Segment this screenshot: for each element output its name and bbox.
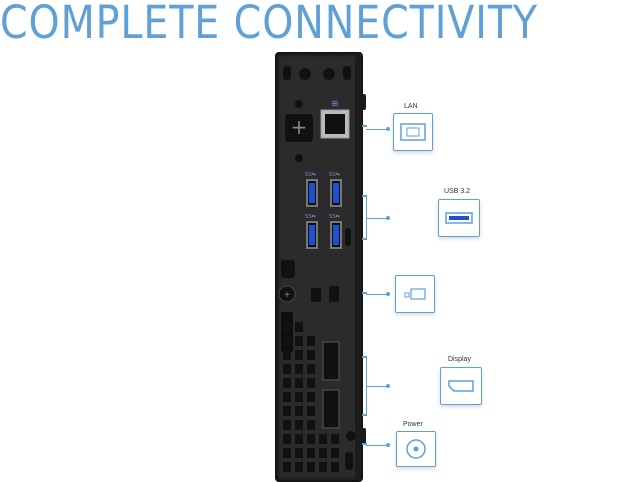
lan-connector-line [366, 129, 390, 130]
display-callout [440, 367, 482, 405]
lan-label: LAN [404, 103, 418, 110]
chassis-side-edge [355, 52, 361, 480]
rear-panel-details: + ⊞ SS⇆ SS⇆ SS⇆ SS⇆ + [278, 66, 356, 472]
display-label: Display [448, 356, 471, 363]
expansion-bracket [285, 114, 313, 142]
side-bump [362, 428, 366, 444]
svg-text:+: + [284, 290, 290, 301]
ethernet-port-icon [400, 123, 426, 141]
lock-slot-icon [404, 288, 426, 300]
led-hole [295, 100, 303, 108]
svg-text:+: + [291, 115, 308, 139]
lock-slot-icon [311, 288, 321, 302]
display-connector-line [366, 386, 390, 387]
svg-text:SS⇆: SS⇆ [329, 172, 340, 178]
displayport-icon [322, 389, 340, 429]
usb-port-icon [445, 212, 473, 224]
displayport-icon [448, 380, 474, 392]
power-jack-icon [346, 431, 356, 441]
svg-text:SS⇆: SS⇆ [305, 172, 316, 178]
vent-grid [283, 322, 339, 472]
side-bump [362, 94, 366, 110]
usb-label: USB 3.2 [444, 188, 471, 195]
power-callout [396, 431, 436, 467]
power-label: Power [403, 421, 423, 428]
displayport-icon [322, 341, 340, 381]
screw-icon [278, 285, 296, 303]
power-jack-icon [406, 439, 426, 459]
page-title: COMPLETE CONNECTIVITY [0, 0, 538, 49]
screw-icon [299, 68, 311, 80]
usb-connector-line [366, 218, 390, 219]
usb-bracket [366, 195, 367, 240]
usb-callout [438, 199, 480, 237]
lock-callout [395, 275, 435, 313]
svg-text:SS⇆: SS⇆ [305, 214, 316, 220]
lan-callout [393, 113, 433, 151]
lock-connector-line [366, 294, 390, 295]
svg-text:SS⇆: SS⇆ [329, 214, 340, 220]
screw-icon [323, 68, 335, 80]
svg-text:⊞: ⊞ [332, 99, 339, 108]
power-connector-line [366, 445, 390, 446]
vent-slot [343, 66, 351, 80]
vent-slot [283, 66, 291, 80]
